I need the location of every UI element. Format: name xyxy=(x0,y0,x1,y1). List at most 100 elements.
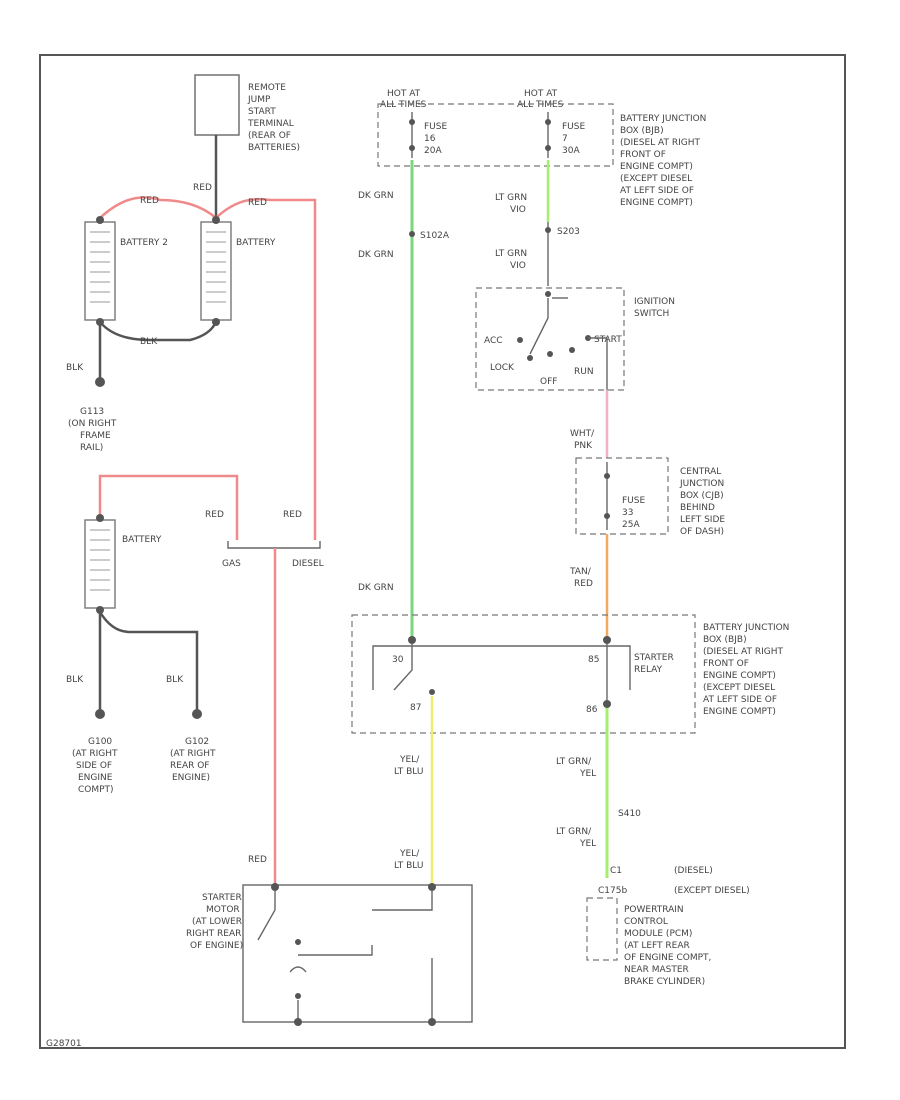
fuse-7 xyxy=(545,112,551,158)
g102-label: G102 (AT RIGHT REAR OF ENGINE) xyxy=(170,737,218,783)
ground-g102 xyxy=(192,709,202,719)
wire-label-red-diesel: RED xyxy=(283,510,302,520)
wire-label-blk-bottom: BLK xyxy=(140,337,158,347)
wire-label-dk-grn-3: DK GRN xyxy=(358,583,394,593)
bjb-fuse-box xyxy=(377,103,614,167)
wire-blk-gas-g102 xyxy=(98,611,199,712)
bjb2-label: BATTERY JUNCTION BOX (BJB) (DIESEL AT RI… xyxy=(703,623,792,717)
wire-label-red-top: RED xyxy=(193,183,212,193)
starter-motor-box xyxy=(242,884,473,1023)
ignition-input-terminal xyxy=(545,291,551,297)
ignition-lock-label: LOCK xyxy=(490,363,515,373)
splice-s410-label: S410 xyxy=(618,809,641,819)
starter-s-terminal xyxy=(428,883,436,891)
battery-gas-label: BATTERY xyxy=(122,535,162,545)
wire-label-dk-grn-1: DK GRN xyxy=(358,191,394,201)
cjb-fuse-box xyxy=(575,457,669,535)
ignition-acc-label: ACC xyxy=(484,336,503,346)
fuse-7-label: FUSE 7 30A xyxy=(562,122,588,156)
starter-plunger-link xyxy=(298,945,373,956)
battery-2-cells xyxy=(90,231,110,303)
remote-jump-start-terminal xyxy=(194,74,240,136)
relay-pin-87-label: 87 xyxy=(410,703,421,713)
starter-armature xyxy=(295,993,301,999)
starter-solenoid-contact xyxy=(257,891,276,941)
wire-label-red-right: RED xyxy=(248,198,267,208)
starter-relay-body xyxy=(372,645,631,690)
battery-2 xyxy=(84,221,116,321)
pcm-connector-diesel: C1 (DIESEL) xyxy=(610,866,713,876)
ignition-run-label: RUN xyxy=(574,367,594,377)
ignition-switch-label: IGNITION SWITCH xyxy=(634,297,678,319)
battery-1-cells xyxy=(206,231,226,303)
starter-motor-label: STARTER MOTOR (AT LOWER RIGHT REAR OF EN… xyxy=(186,893,245,951)
fuse-16 xyxy=(409,112,415,158)
pcm-label: POWERTRAIN CONTROL MODULE (PCM) (AT LEFT… xyxy=(624,905,714,987)
relay-switch-arm xyxy=(393,644,413,691)
battery-1-label: BATTERY xyxy=(236,238,276,248)
wire-label-lt-grn-vio-1: LT GRN VIO xyxy=(495,193,530,215)
diagram-id: G28701 xyxy=(46,1039,82,1049)
battery-2-label: BATTERY 2 xyxy=(120,238,168,248)
relay-pin-86-label: 86 xyxy=(586,705,598,715)
battery-gas-cells xyxy=(90,529,110,591)
relay-pin-85-label: 85 xyxy=(588,655,599,665)
relay-pin-30-terminal xyxy=(408,636,416,644)
wire-label-red-starter: RED xyxy=(248,855,267,865)
wire-label-yel-lt-blu-2: YEL/ LT BLU xyxy=(394,849,423,871)
wire-blk-battery-link xyxy=(99,321,218,342)
wire-label-blk-b: BLK xyxy=(166,675,184,685)
battery-gas-pos-terminal xyxy=(96,514,104,522)
wire-label-lt-grn-yel-2: LT GRN/ YEL xyxy=(556,827,596,849)
starter-b-terminal xyxy=(271,883,279,891)
relay-pin-30-label: 30 xyxy=(392,655,404,665)
splice-s102a-label: S102A xyxy=(420,231,450,241)
ignition-switch-arm xyxy=(529,298,549,355)
wire-label-blk-left: BLK xyxy=(66,363,84,373)
bjb-relay-box xyxy=(351,614,696,734)
g113-label: G113 (ON RIGHT FRAME RAIL) xyxy=(68,407,119,453)
ground-g113 xyxy=(95,377,105,387)
wire-label-yel-lt-blu-1: YEL/ LT BLU xyxy=(394,755,423,777)
gas-diesel-option-bracket xyxy=(227,541,321,549)
wire-label-lt-grn-yel-1: LT GRN/ YEL xyxy=(556,757,596,779)
splice-s203-label: S203 xyxy=(557,227,580,237)
gas-label: GAS xyxy=(222,559,241,569)
ignition-contact-acc xyxy=(517,337,523,343)
wire-label-red-gas: RED xyxy=(205,510,224,520)
hot-at-label-1: HOT AT ALL TIMES xyxy=(380,89,427,110)
wire-red-gas-battery xyxy=(98,474,239,540)
relay-pin-87-contact xyxy=(429,689,435,695)
ground-g100 xyxy=(95,709,105,719)
ignition-switch-box xyxy=(475,287,625,391)
ignition-contact-lock xyxy=(527,355,533,361)
wire-label-lt-grn-vio-2: LT GRN VIO xyxy=(495,249,530,271)
bjb-label: BATTERY JUNCTION BOX (BJB) (DIESEL AT RI… xyxy=(620,114,709,208)
ignition-contact-off xyxy=(547,351,553,357)
starter-ground-terminal-left xyxy=(294,1018,302,1026)
battery-1 xyxy=(200,221,232,321)
ignition-start-to-output xyxy=(588,337,608,390)
fuse-33 xyxy=(604,462,610,530)
wire-label-blk-a: BLK xyxy=(66,675,84,685)
battery-1-pos-terminal xyxy=(212,216,220,224)
hot-at-label-2: HOT AT ALL TIMES xyxy=(517,89,564,110)
battery-gas xyxy=(84,519,116,609)
wire-red-battery-to-diesel xyxy=(215,197,317,540)
pcm-box xyxy=(586,897,618,961)
wire-label-red-left: RED xyxy=(140,196,159,206)
relay-pin-86-terminal xyxy=(603,700,611,708)
splice-s102a xyxy=(409,231,415,237)
starter-contact-a xyxy=(295,939,301,945)
pcm-connector-except-diesel: C175b (EXCEPT DIESEL) xyxy=(598,886,750,896)
ignition-off-label: OFF xyxy=(540,377,557,387)
wire-red-battery-link xyxy=(99,196,217,219)
wire-label-tan-red: TAN/ RED xyxy=(569,567,594,589)
starter-ground-terminal-right xyxy=(428,1018,436,1026)
wire-label-dk-grn-2: DK GRN xyxy=(358,250,394,260)
splice-s203 xyxy=(545,227,551,233)
battery-2-pos-terminal xyxy=(96,216,104,224)
g100-label: G100 (AT RIGHT SIDE OF ENGINE COMPT) xyxy=(72,737,120,795)
diesel-label: DIESEL xyxy=(292,559,324,569)
